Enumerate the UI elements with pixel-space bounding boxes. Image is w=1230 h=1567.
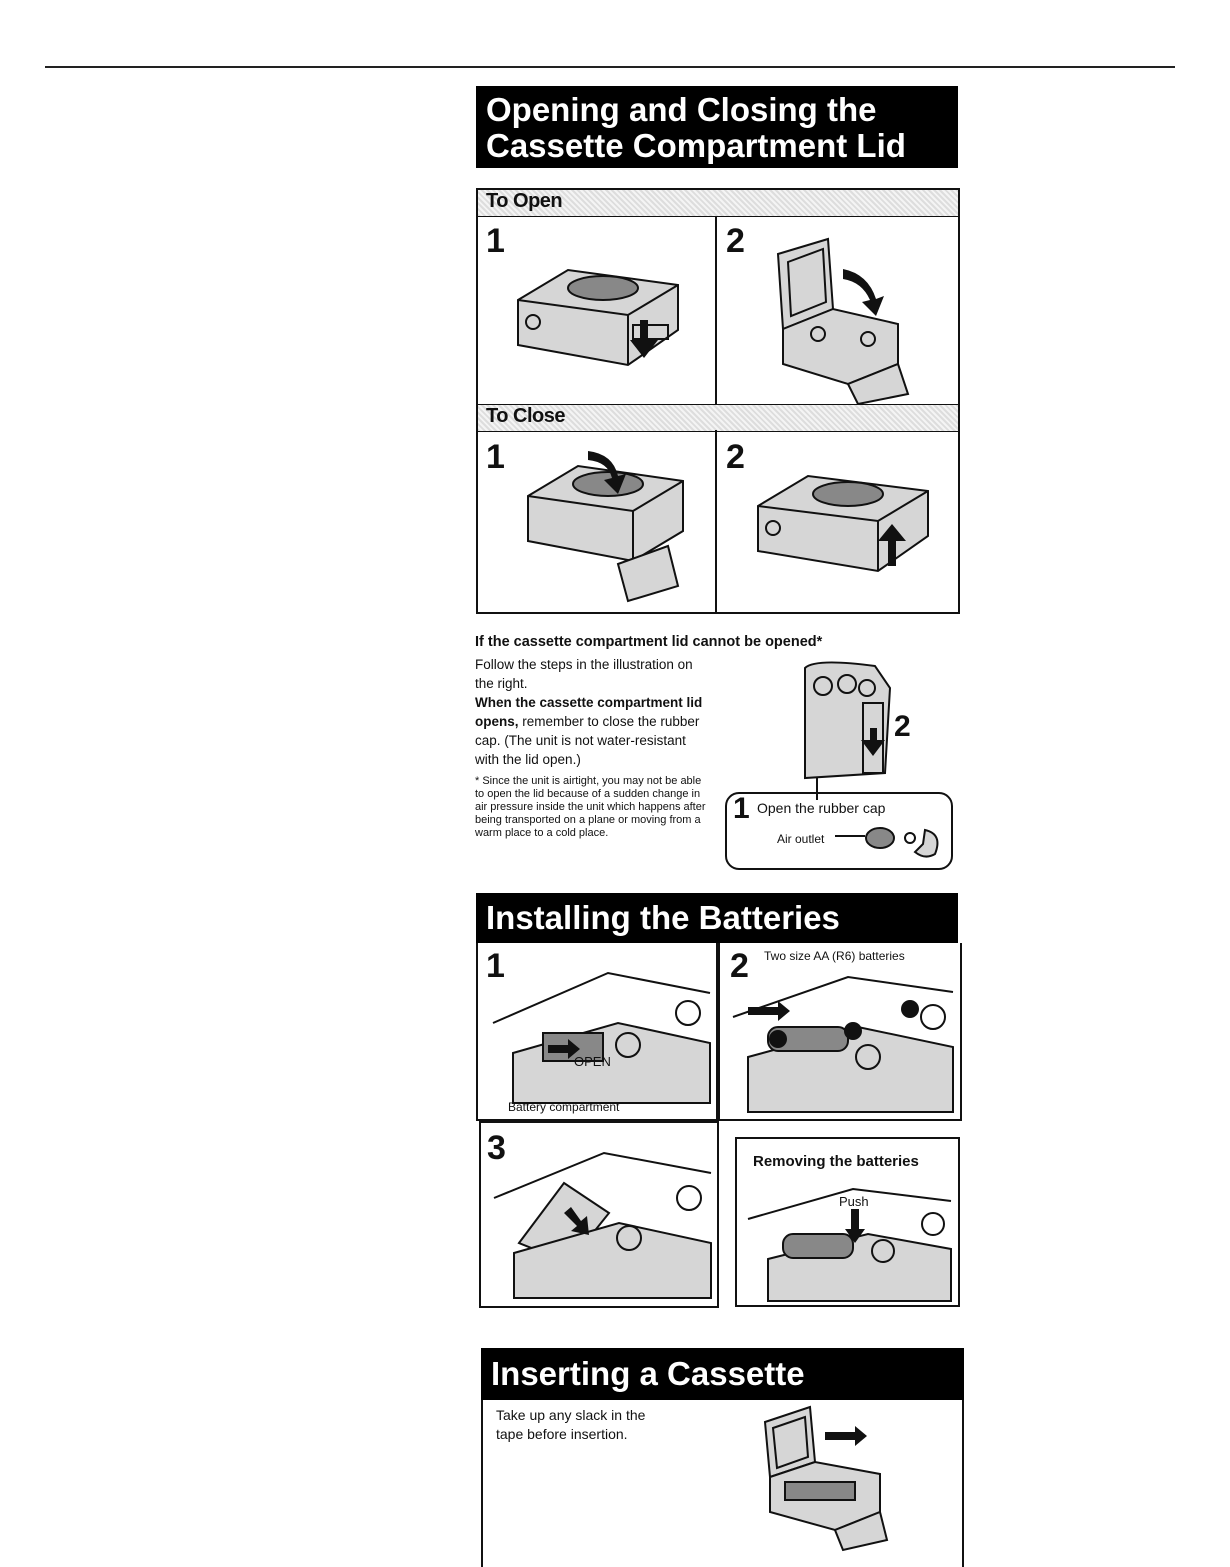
battery-step-2-panel: 2 Two size AA (R6) batteries: [718, 943, 962, 1121]
callout-leader-line: [816, 778, 818, 800]
to-close-label: To Close: [486, 405, 565, 427]
air-outlet-cap-icon: [835, 827, 939, 858]
open-step-2-illustration: [776, 237, 910, 404]
open-step-1-illustration: [517, 268, 679, 367]
close-step-2-number: 2: [726, 438, 745, 476]
removing-batteries-title: Removing the batteries: [753, 1153, 919, 1170]
battery-step-1-number: 1: [486, 947, 505, 985]
battery-step-2-number: 2: [730, 947, 749, 985]
callout-step-2-number: 2: [894, 710, 911, 743]
to-open-label: To Open: [486, 190, 563, 212]
airtight-body: Follow the steps in the illustration on …: [475, 655, 710, 840]
open-label: OPEN: [574, 1054, 611, 1069]
battery-step-3-illustration: [493, 1151, 712, 1299]
open-divider: [715, 216, 717, 404]
cassette-instruction: Take up any slack in the tape before ins…: [496, 1407, 646, 1442]
footnote-text: * Since the unit is airtight, you may no…: [475, 775, 706, 839]
cassette-left-rule: [481, 1400, 483, 1567]
removing-batteries-panel: Removing the batteries Push: [735, 1137, 960, 1307]
follow-text: Follow the steps in the illustration on …: [475, 657, 693, 691]
airtight-heading: If the cassette compartment lid cannot b…: [475, 634, 823, 650]
to-close-strip: To Close: [478, 404, 958, 432]
section-title-opening-closing: Opening and Closing the Cassette Compart…: [476, 86, 958, 168]
battery-step-3-panel: 3: [479, 1121, 719, 1308]
close-step-1-illustration: [527, 451, 684, 603]
battery-step-3-number: 3: [487, 1129, 506, 1167]
close-divider: [715, 430, 717, 612]
section-title-cassette: Inserting a Cassette: [481, 1348, 964, 1400]
callout-step-1-number: 1: [733, 792, 750, 825]
when-paragraph: When the cassette compartment lid opens,…: [475, 693, 710, 769]
battery-step-1-illustration: [492, 971, 711, 1104]
close-step-1-number: 1: [486, 438, 505, 476]
cassette-right-rule: [962, 1400, 964, 1567]
battery-step-2-illustration: [732, 975, 954, 1113]
close-step-2-illustration: [757, 474, 929, 573]
battery-step-1-panel: 1 OPEN Battery compartment: [476, 943, 718, 1121]
to-open-strip: To Open: [478, 190, 958, 217]
push-label: Push: [839, 1194, 869, 1209]
removing-batteries-illustration: [747, 1187, 952, 1302]
cassette-insert-illustration: [763, 1405, 889, 1552]
when-rest-text: remember to close the rubber cap. (The u…: [475, 714, 700, 767]
section-title-batteries: Installing the Batteries: [476, 893, 958, 943]
rubber-cap-illustration: [804, 661, 892, 780]
battery-compartment-label: Battery compartment: [508, 1100, 620, 1114]
open-step-1-number: 1: [486, 222, 505, 260]
title-line-2: Cassette Compartment Lid: [486, 127, 906, 164]
rubber-cap-callout: 1 Open the rubber cap Air outlet: [725, 792, 953, 870]
when-bold-text: When the cassette compartment lid opens,: [475, 695, 703, 729]
open-close-panel: To Open To Close 1 2 1 2: [476, 188, 960, 614]
air-outlet-label: Air outlet: [777, 832, 825, 846]
callout-text: Open the rubber cap: [757, 800, 886, 816]
top-rule: [45, 66, 1175, 68]
open-step-2-number: 2: [726, 222, 745, 260]
batteries-caption: Two size AA (R6) batteries: [764, 949, 905, 963]
title-line-1: Opening and Closing the: [486, 91, 877, 128]
